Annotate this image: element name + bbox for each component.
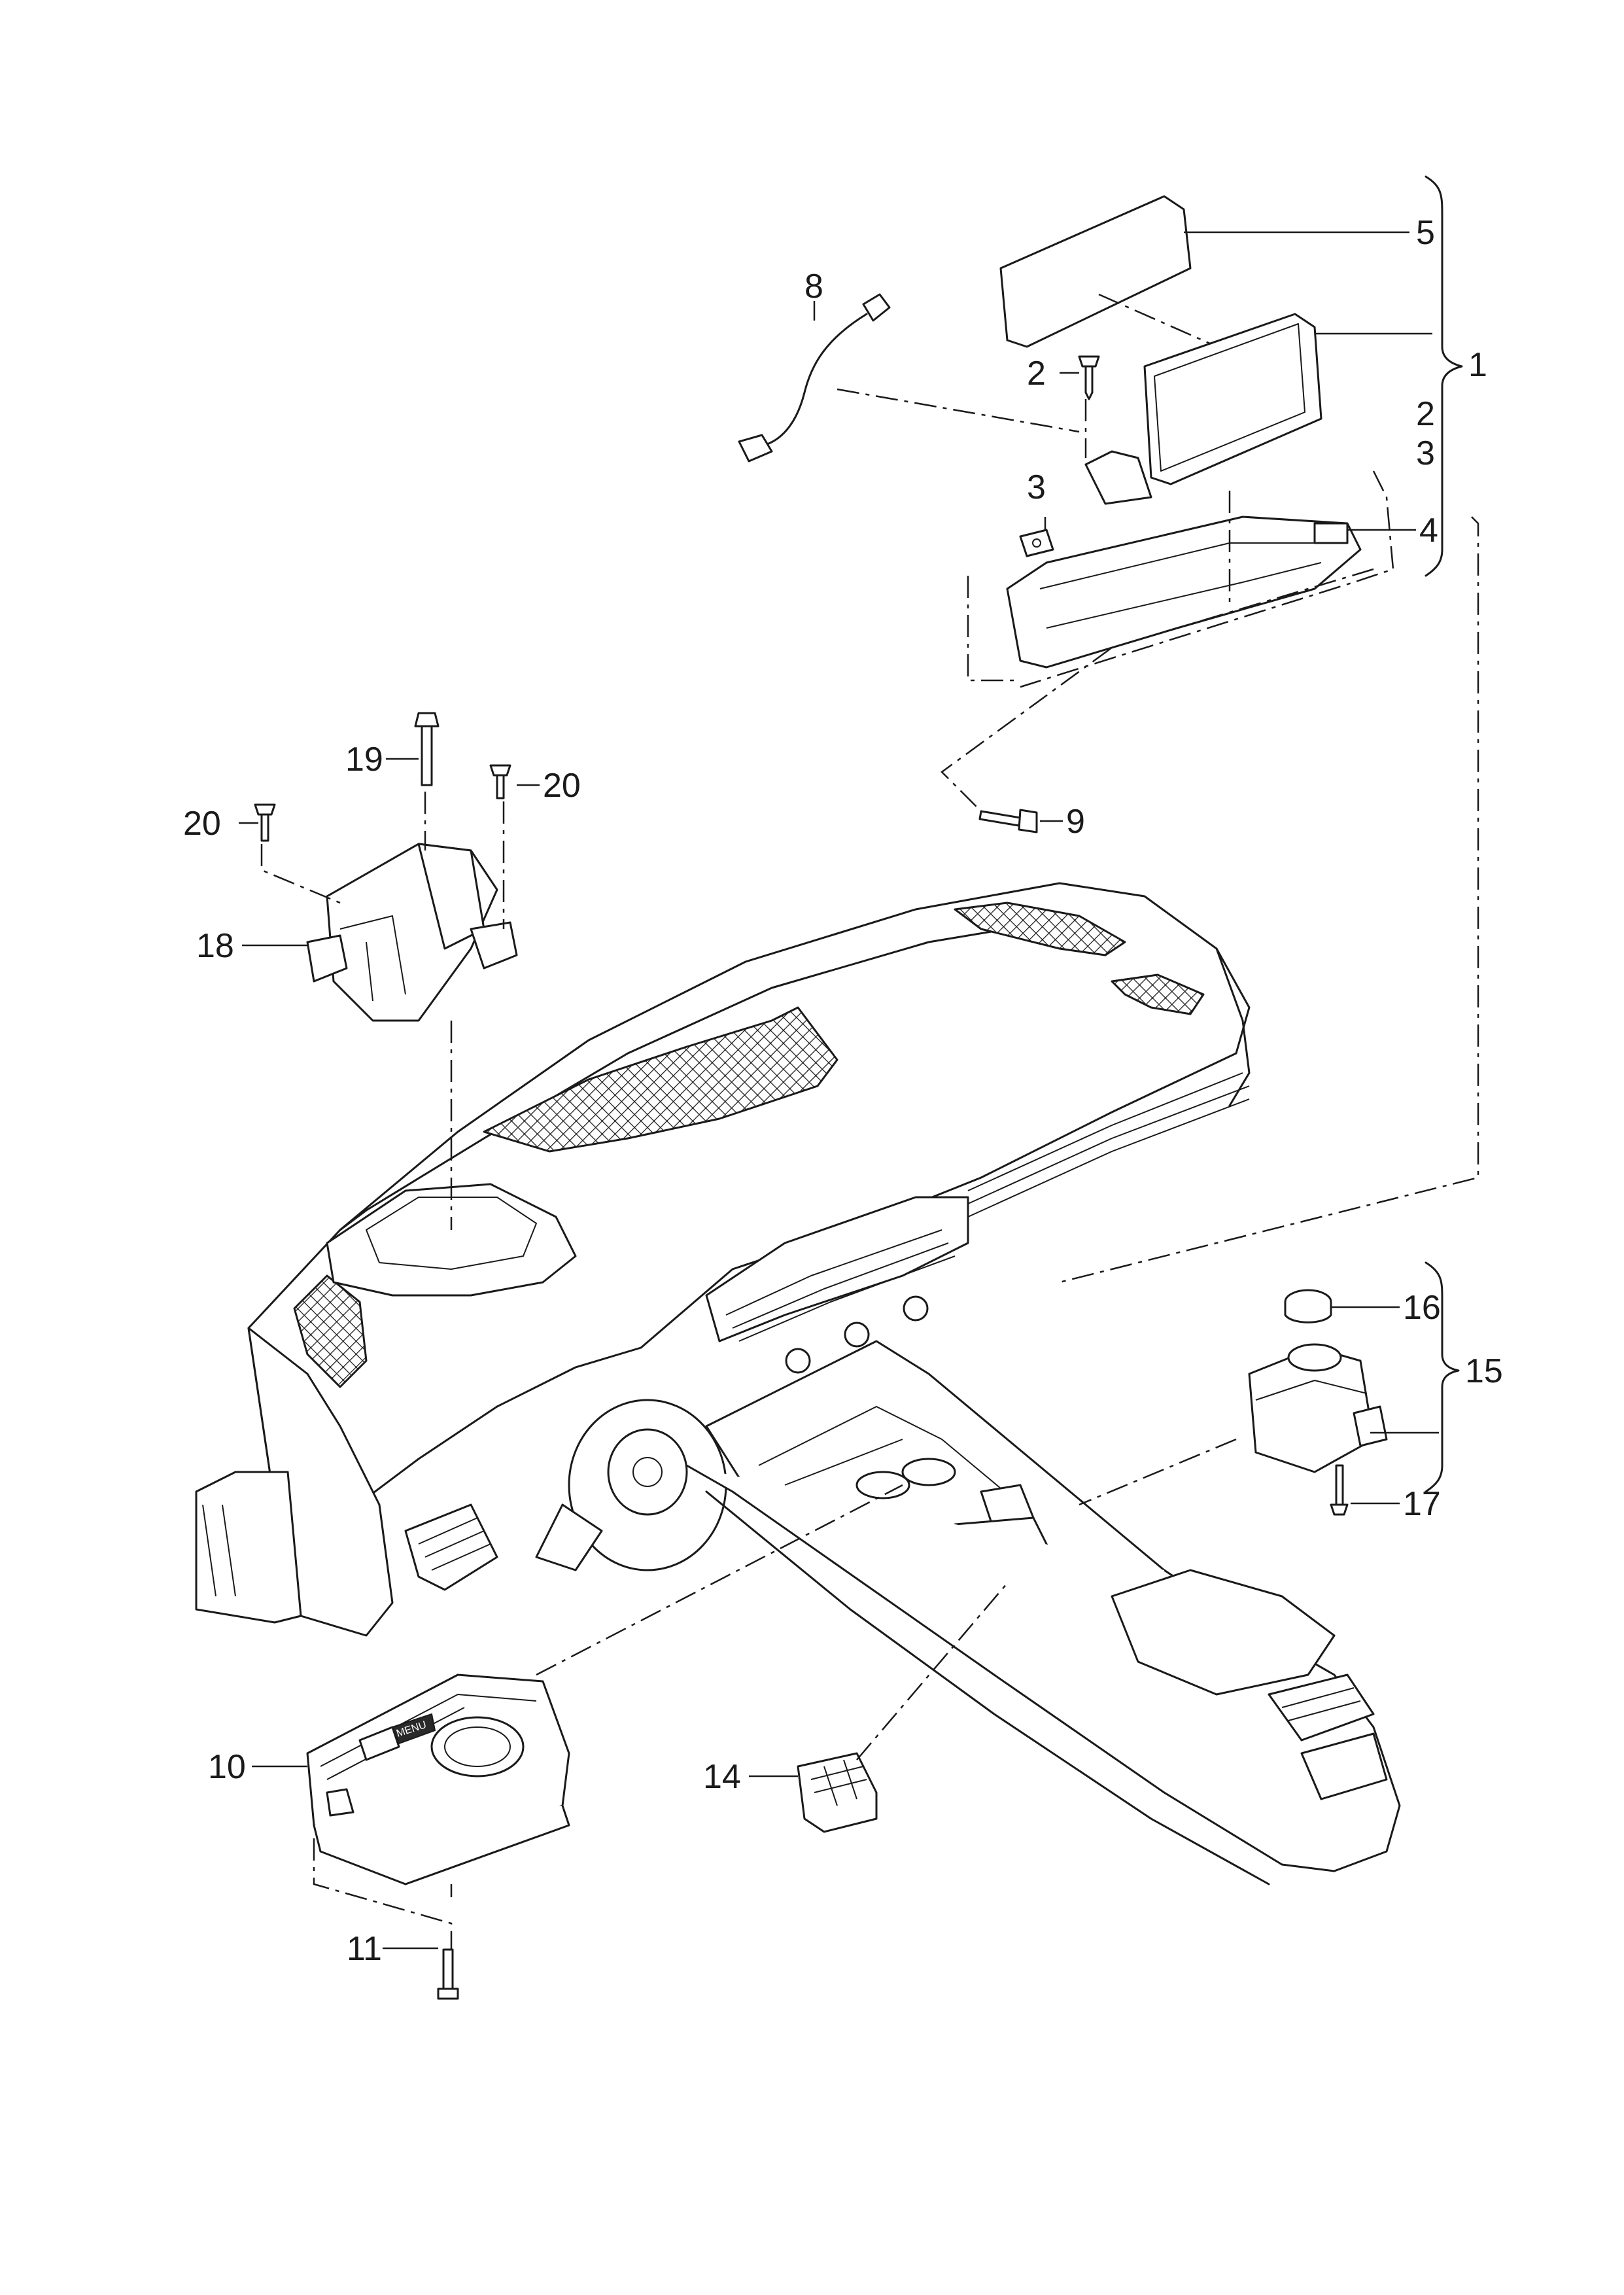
clip-nut-icon — [1019, 529, 1054, 557]
head-up-display-unit — [306, 843, 518, 1022]
callout-20: 20 — [183, 805, 221, 843]
assembly-center-lines — [260, 293, 1479, 1950]
callout-15: 15 — [1465, 1352, 1503, 1390]
bolt-icon — [978, 809, 1038, 833]
rotary-switch-assembly — [1248, 1289, 1388, 1473]
screw-icon — [254, 803, 276, 842]
callout-labels: 5 1 2 3 4 2 3 8 9 19 20 20 18 16 15 17 1… — [183, 214, 1503, 1968]
callout-2: 2 — [1416, 395, 1435, 433]
group-braces — [1425, 175, 1463, 1493]
callout-5: 5 — [1416, 214, 1435, 252]
callout-18: 18 — [196, 927, 234, 965]
leader-lines — [239, 231, 1439, 1950]
callout-16: 16 — [1403, 1289, 1441, 1327]
callout-2: 2 — [1027, 355, 1046, 393]
dashboard-assembly — [195, 882, 1401, 1885]
callout-19: 19 — [345, 741, 383, 779]
callout-4: 4 — [1419, 512, 1438, 550]
callout-3: 3 — [1027, 468, 1046, 506]
callout-8: 8 — [804, 268, 823, 306]
mounting-frame — [1006, 516, 1362, 669]
bolt-icon — [414, 712, 440, 786]
screw-icon — [437, 1948, 459, 2000]
display-screen-assembly — [999, 195, 1362, 669]
mmi-controller: MENU — [306, 1673, 570, 1885]
screw-icon — [1078, 355, 1100, 400]
screw-icon — [1330, 1464, 1349, 1516]
callout-11: 11 — [347, 1930, 382, 1968]
switch-module — [797, 1752, 878, 1833]
screw-icon — [489, 764, 511, 799]
callout-20: 20 — [543, 767, 581, 805]
callout-14: 14 — [703, 1758, 741, 1796]
callout-9: 9 — [1066, 803, 1085, 841]
callout-17: 17 — [1403, 1485, 1441, 1523]
screen-protective-film — [999, 195, 1192, 348]
callout-10: 10 — [208, 1748, 246, 1786]
callout-1: 1 — [1468, 346, 1487, 384]
callout-3: 3 — [1416, 434, 1435, 472]
display-unit — [1143, 313, 1322, 485]
usb-cable-icon — [738, 293, 891, 463]
